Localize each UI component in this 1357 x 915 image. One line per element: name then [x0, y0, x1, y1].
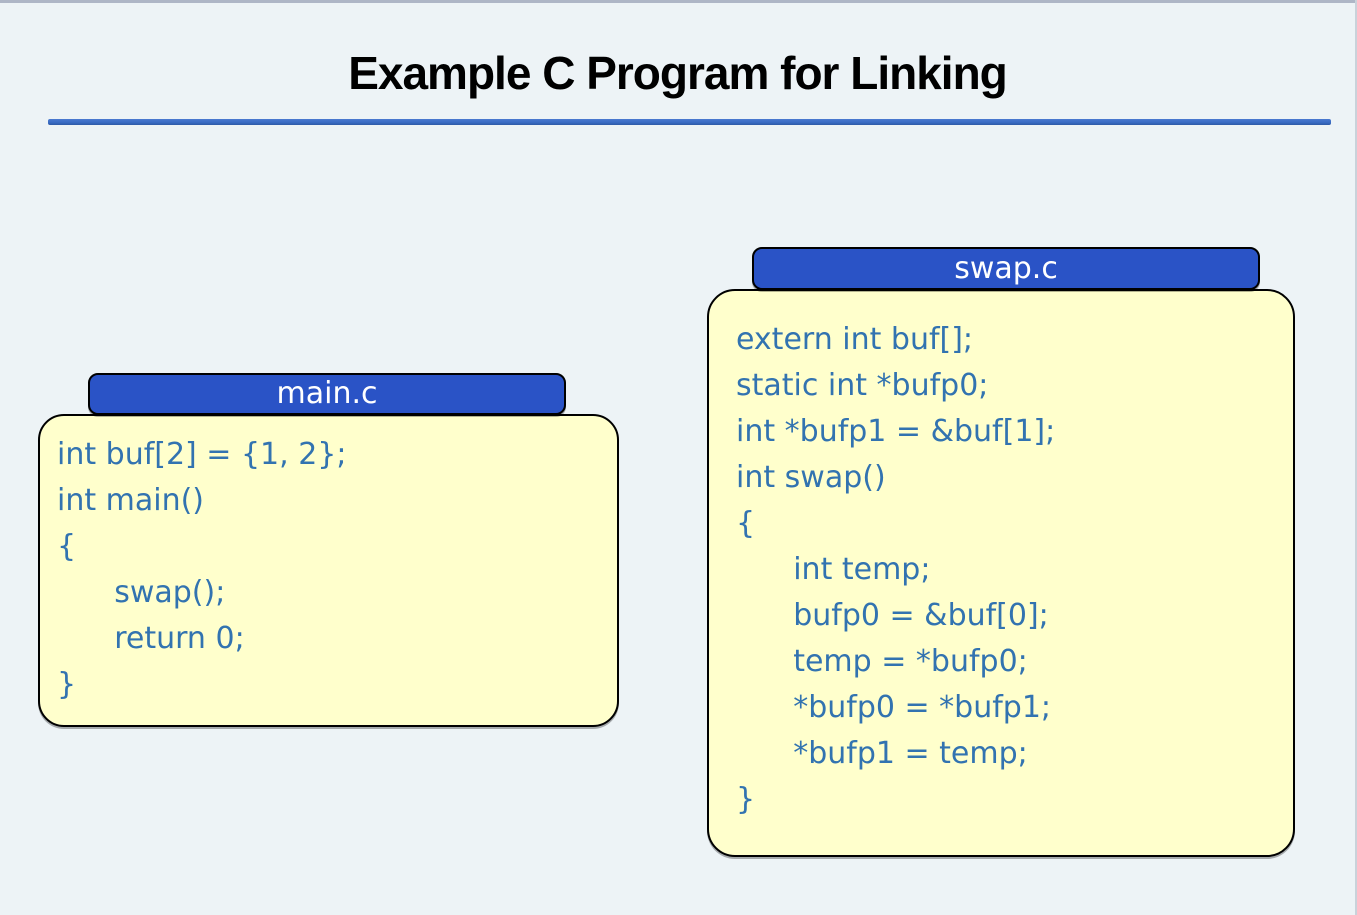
- title-underline: [48, 119, 1331, 125]
- swap-c-tab: swap.c: [752, 247, 1260, 290]
- window-top-edge: [0, 0, 1355, 3]
- swap-c-code-box: extern int buf[]; static int *bufp0; int…: [707, 289, 1295, 857]
- main-c-tab-label: main.c: [276, 376, 378, 411]
- main-c-code-box: int buf[2] = {1, 2}; int main() { swap()…: [38, 414, 619, 727]
- page-title: Example C Program for Linking: [348, 47, 1008, 99]
- swap-c-code: extern int buf[]; static int *bufp0; int…: [736, 322, 1056, 817]
- swap-c-tab-label: swap.c: [954, 250, 1058, 286]
- main-c-code: int buf[2] = {1, 2}; int main() { swap()…: [57, 437, 347, 702]
- main-c-tab: main.c: [88, 373, 566, 415]
